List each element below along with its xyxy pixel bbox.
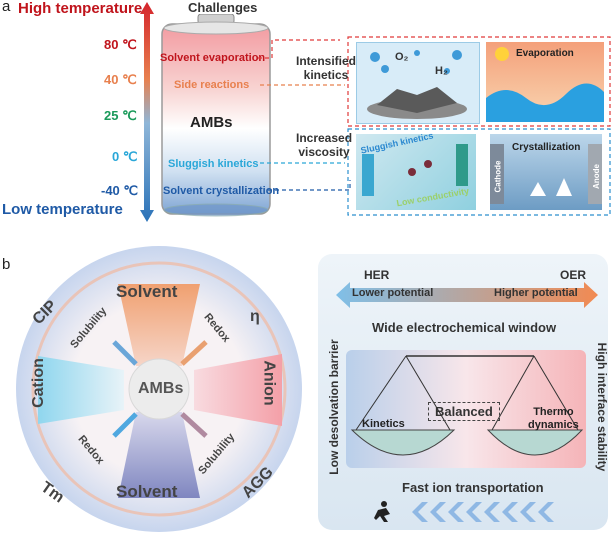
o2-label: O₂ bbox=[395, 51, 409, 63]
h2-label: H₂ bbox=[435, 65, 448, 77]
anion-label: Anion bbox=[260, 360, 278, 406]
temperature-gradient-arrow bbox=[140, 2, 154, 222]
evaporation-illustration: Evaporation bbox=[486, 42, 604, 122]
evaporation-label: Evaporation bbox=[516, 48, 574, 59]
solvent-top-label: Solvent bbox=[116, 282, 178, 301]
amb-center-label: AMBs bbox=[138, 380, 184, 397]
lower-potential-label: Lower potential bbox=[352, 287, 434, 299]
solvent-evaporation-label: Solvent evaporation bbox=[160, 52, 266, 64]
cathode-label: Cathode bbox=[493, 160, 503, 193]
higher-potential-label: Higher potential bbox=[494, 287, 578, 299]
crystallization-label: Crystallization bbox=[512, 142, 581, 153]
cation-label: Cation bbox=[29, 358, 47, 408]
low-temperature-label: Low temperature bbox=[2, 201, 123, 218]
potential-arrow bbox=[336, 282, 598, 308]
gas-evolution-illustration: O₂ H₂ bbox=[356, 42, 480, 124]
crystallization-illustration: Crystallization Cathode Anode bbox=[490, 134, 602, 210]
battery-center-label: AMBs bbox=[190, 114, 233, 131]
balance-scale bbox=[350, 355, 584, 456]
sluggish-kinetics-label: Sluggish kinetics bbox=[168, 158, 259, 170]
temp-0: 0 ℃ bbox=[112, 149, 138, 164]
temp-40: 40 ℃ bbox=[104, 72, 137, 87]
her-label: HER bbox=[364, 268, 390, 282]
fast-ion-arrows bbox=[374, 501, 554, 522]
panel-a-connectors bbox=[258, 36, 611, 216]
battery-illustration bbox=[161, 14, 271, 217]
temp-80: 80 ℃ bbox=[104, 37, 137, 52]
electrochemical-window-label: Wide electrochemical window bbox=[372, 320, 557, 335]
solvent-bottom-label: Solvent bbox=[116, 482, 178, 501]
fast-ion-label: Fast ion transportation bbox=[402, 480, 544, 495]
thermodynamics-label: Thermo dynamics bbox=[528, 406, 579, 431]
side-reactions-label: Side reactions bbox=[174, 79, 250, 91]
panel-b-diagram bbox=[16, 246, 302, 532]
panel-a-letter: a bbox=[2, 0, 11, 15]
increased-viscosity-label: Increased viscosity bbox=[296, 131, 353, 159]
oer-label: OER bbox=[560, 268, 587, 282]
high-interface-label: High interface stability bbox=[595, 342, 609, 472]
challenges-label: Challenges bbox=[188, 0, 258, 15]
high-temperature-label: High temperature bbox=[18, 0, 143, 17]
temp-25: 25 ℃ bbox=[104, 108, 137, 123]
solvent-crystallization-label: Solvent crystallization bbox=[163, 185, 280, 197]
balanced-label: Balanced bbox=[428, 402, 500, 421]
kinetics-label: Kinetics bbox=[362, 418, 405, 430]
viscosity-illustration: Sluggish kinetics Low conductivity bbox=[356, 130, 476, 210]
intensified-kinetics-label: Intensified kinetics bbox=[296, 54, 357, 82]
anode-label: Anode bbox=[591, 164, 601, 189]
low-desolvation-label: Low desolvation barrier bbox=[327, 339, 341, 475]
eta-label: η bbox=[250, 308, 260, 325]
panel-b-letter: b bbox=[2, 256, 11, 273]
temp-minus-40: -40 ℃ bbox=[101, 183, 139, 198]
